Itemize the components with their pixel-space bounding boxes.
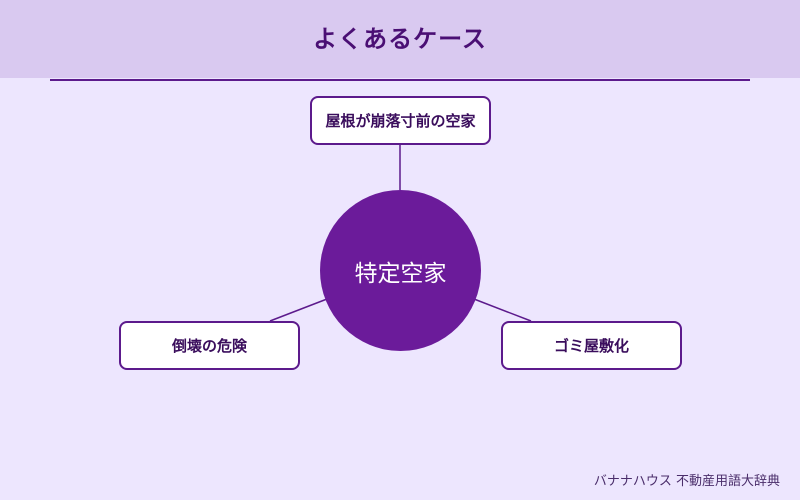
connector-right — [473, 298, 532, 322]
node-left: 倒壊の危険 — [119, 321, 300, 370]
header-divider — [50, 79, 750, 81]
center-node: 特定空家 — [320, 190, 481, 351]
footer-credit: バナナハウス 不動産用語大辞典 — [593, 474, 780, 489]
header-band — [0, 0, 800, 78]
page-title: よくあるケース — [313, 25, 487, 53]
node-right: ゴミ屋敷化 — [501, 321, 682, 370]
connector-left — [269, 298, 328, 322]
node-top: 屋根が崩落寸前の空家 — [310, 96, 491, 145]
